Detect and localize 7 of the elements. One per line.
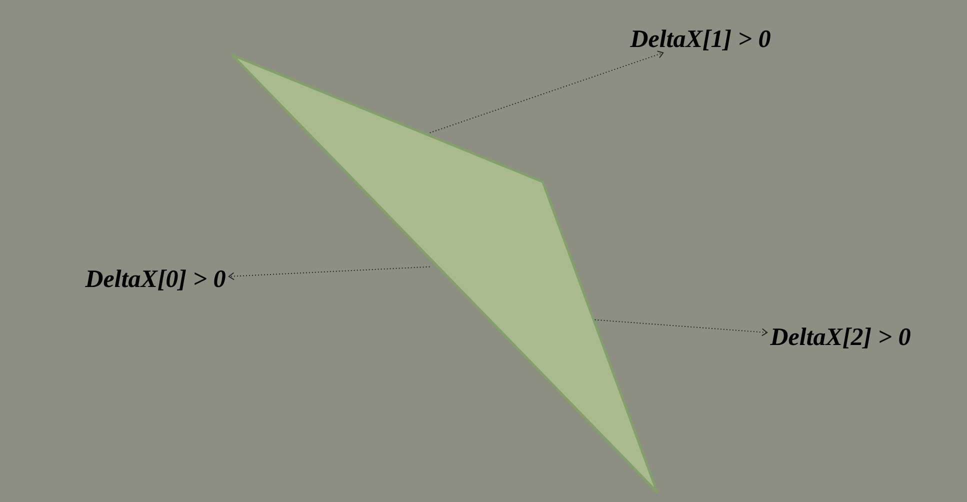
arrow <box>429 50 664 134</box>
condition-label: DeltaX[2] > 0 <box>770 328 910 348</box>
condition-label: DeltaX[0] > 0 <box>85 270 226 290</box>
triangle-shape <box>230 54 658 494</box>
arrow <box>228 266 430 280</box>
arrow <box>594 319 768 336</box>
condition-label: DeltaX[1] > 0 <box>630 30 770 50</box>
